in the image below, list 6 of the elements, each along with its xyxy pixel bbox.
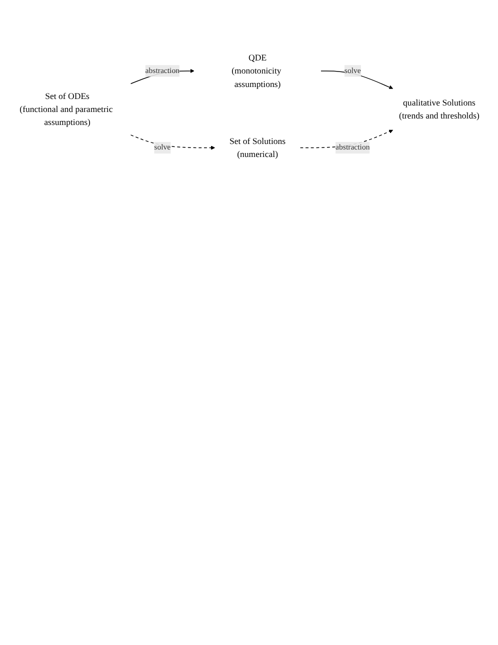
node-text: qualitative Solutions (trends and thresholds)	[399, 98, 480, 121]
node-text: Set of Solutions (numerical)	[230, 136, 286, 159]
node-text: QDE (monotonicity assumptions)	[232, 52, 282, 89]
arrow	[130, 134, 216, 150]
arrow	[320, 70, 394, 90]
node-text: Set of ODEs (functional and parametric assumptions)	[20, 91, 113, 128]
